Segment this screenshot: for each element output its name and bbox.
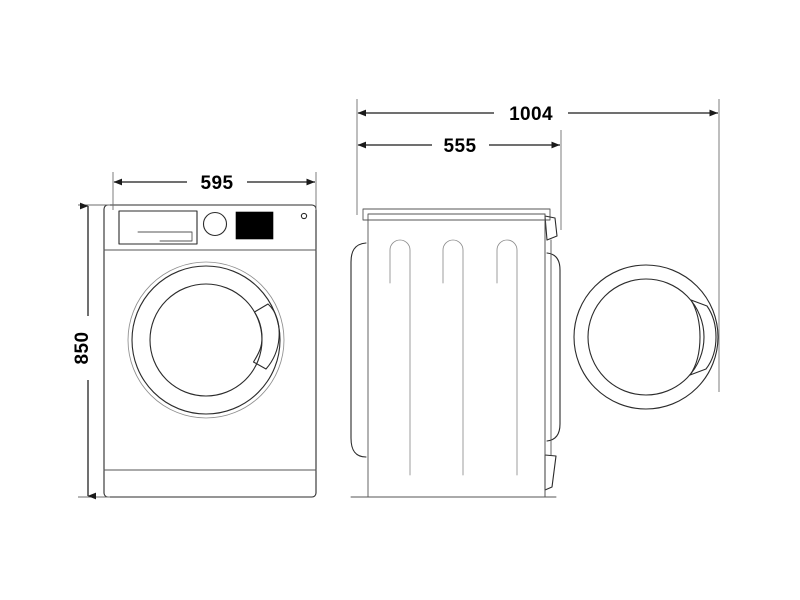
front-cabinet-outline [103,204,317,498]
dimension-label-depth: 555 [444,136,477,157]
indicator-dot-icon [300,212,308,220]
door-outer-ring [127,261,285,419]
dimension-label-total-depth: 1004 [509,104,553,125]
side-cabinet-outline [367,213,546,498]
dimension-label-height: 850 [72,332,93,365]
side-panel-rib-3 [496,239,518,476]
front-view-group: 595 850 [72,172,317,500]
door-handle[interactable] [252,303,280,370]
side-top-hinge-nub [544,215,558,241]
detergent-drawer-inner-detail [137,231,193,242]
side-view-group: 555 1004 [350,99,720,498]
dimension-total-depth-1004: 1004 [356,99,720,392]
display-panel[interactable] [235,211,274,240]
open-door-handle[interactable] [689,299,717,376]
open-door-inner-ring [587,278,705,396]
detergent-drawer[interactable] [118,210,198,245]
dimension-depth-555: 555 [356,130,562,230]
side-panel-rib-1 [389,239,411,476]
side-rear-bracket [546,252,561,442]
side-top-lid [362,208,551,221]
open-door-outer-ring[interactable] [573,264,719,410]
door-ring[interactable] [131,265,281,415]
side-panel-rib-2 [442,239,464,476]
dimension-label-width: 595 [201,173,234,194]
side-bottom-foot-nub [544,454,557,491]
control-knob[interactable] [202,211,228,237]
side-front-bracket [350,242,367,458]
dimension-height-850: 850 [72,202,110,500]
dimension-width-595: 595 [112,172,317,210]
